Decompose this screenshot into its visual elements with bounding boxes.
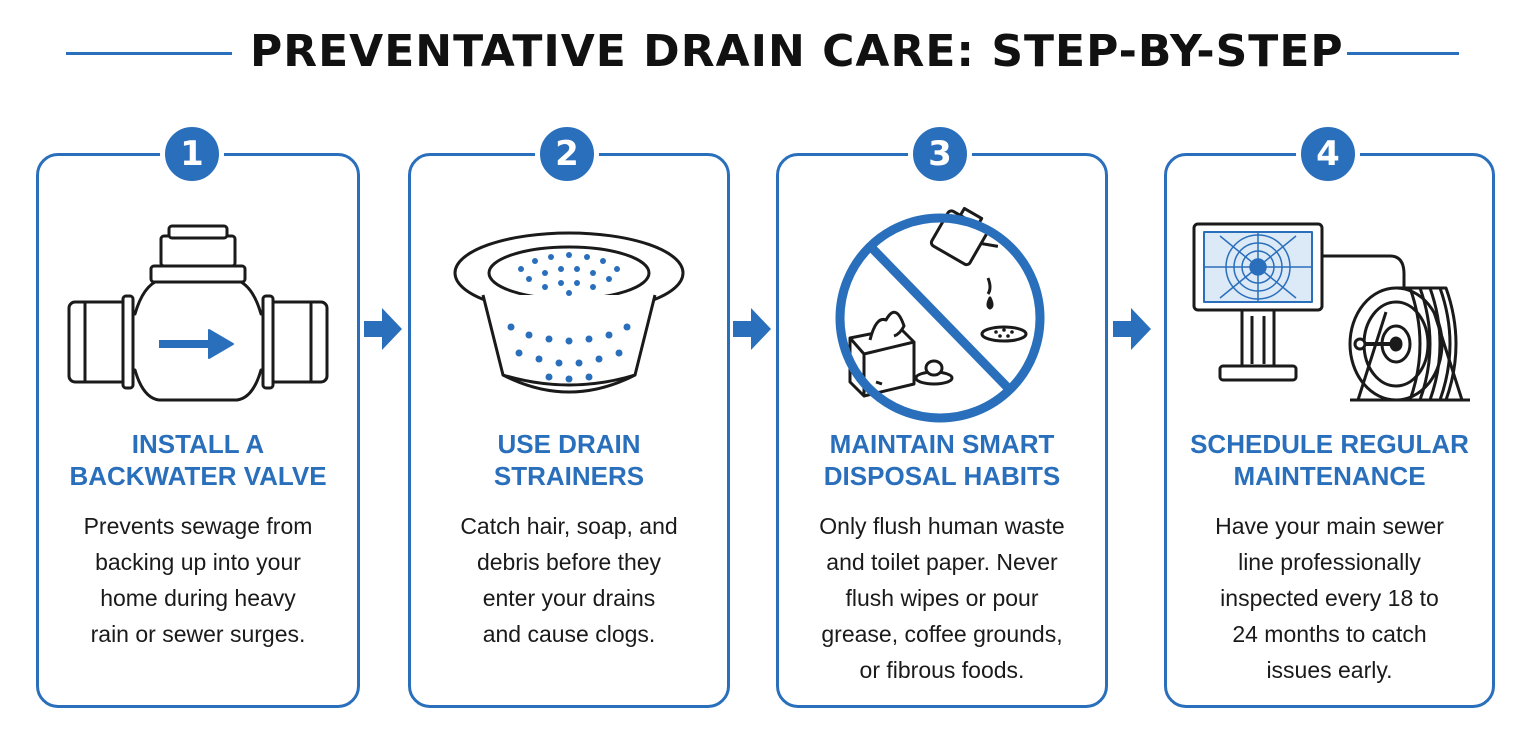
title-rule-left bbox=[66, 52, 232, 55]
step-description: Have your main sewer line professionally… bbox=[1215, 513, 1444, 683]
title-rule-right bbox=[1347, 52, 1459, 55]
step-number-badge-1: 1 bbox=[160, 122, 224, 186]
right-arrow-icon bbox=[733, 308, 771, 350]
title-row: PREVENTATIVE DRAIN CARE: STEP-BY-STEP bbox=[0, 22, 1531, 84]
backwater-valve-icon bbox=[39, 196, 357, 436]
step-description: Catch hair, soap, and debris before they… bbox=[460, 513, 678, 647]
right-arrow-icon bbox=[1113, 308, 1151, 350]
step-description: Prevents sewage from backing up into you… bbox=[83, 513, 313, 647]
no-disposal-icon bbox=[779, 196, 1105, 436]
drain-strainer-icon bbox=[411, 196, 727, 436]
camera-inspection-icon bbox=[1167, 196, 1492, 436]
step-number-badge-3: 3 bbox=[908, 122, 972, 186]
right-arrow-icon bbox=[364, 308, 402, 350]
step-description: Only flush human waste and toilet paper.… bbox=[819, 513, 1065, 683]
step-number-badge-4: 4 bbox=[1296, 122, 1360, 186]
step-number-badge-2: 2 bbox=[535, 122, 599, 186]
page-title: PREVENTATIVE DRAIN CARE: STEP-BY-STEP bbox=[250, 26, 1344, 77]
